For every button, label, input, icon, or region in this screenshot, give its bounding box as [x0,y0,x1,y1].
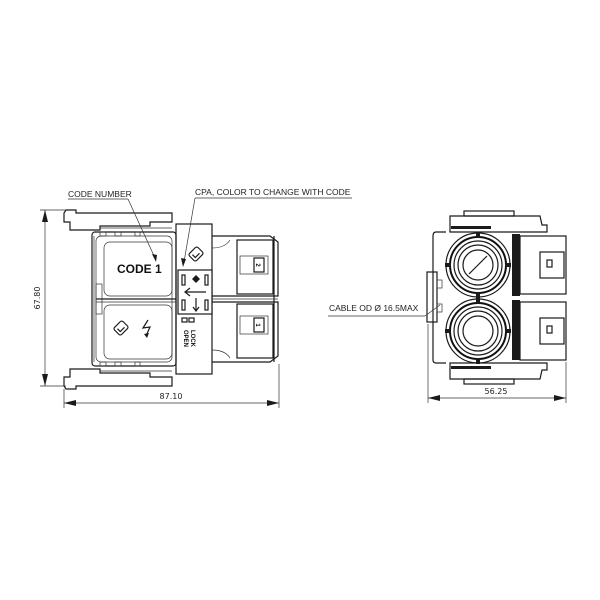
cpa-lock-icon [192,275,200,283]
dim-width-value: 56.25 [485,387,508,396]
cpa-slots [181,274,209,311]
dim-length-value: 87.10 [160,392,183,401]
dimension-length: 87.10 [63,364,280,408]
callout-code-number: CODE NUMBER [68,189,157,262]
svg-text:CPA, COLOR TO CHANGE WITH CODE: CPA, COLOR TO CHANGE WITH CODE [195,187,351,197]
code-number-label: CODE 1 [117,262,162,276]
cable-gland-upper [445,232,511,298]
end-view: CABLE OD Ø 16.5MAX 56.25 [328,210,567,403]
terminal-2-label: 2 [254,263,260,267]
terminal-1-label: 1 [254,323,260,327]
cpa-open-text: OPEN [182,330,188,347]
arrow-down-icon [192,298,200,312]
dim-height-value: 67.80 [33,287,42,310]
cpa-lock-text: LOCK [189,330,195,348]
dimension-height: 67.80 [33,209,66,387]
dimension-width: 56.25 [427,324,567,403]
svg-text:CODE NUMBER: CODE NUMBER [68,189,132,199]
cpa-brand-logo-icon [188,246,204,262]
cable-gland-lower [445,298,511,364]
arrow-left-icon [184,287,206,297]
callout-cable-od: CABLE OD Ø 16.5MAX [328,303,441,317]
svg-text:CABLE OD Ø 16.5MAX: CABLE OD Ø 16.5MAX [329,303,419,313]
side-view: CODE 1 [33,187,352,408]
brand-logo-icon [113,320,129,336]
high-voltage-icon [141,319,151,338]
padlock-icon [181,317,195,323]
callout-cpa: CPA, COLOR TO CHANGE WITH CODE [181,187,352,267]
